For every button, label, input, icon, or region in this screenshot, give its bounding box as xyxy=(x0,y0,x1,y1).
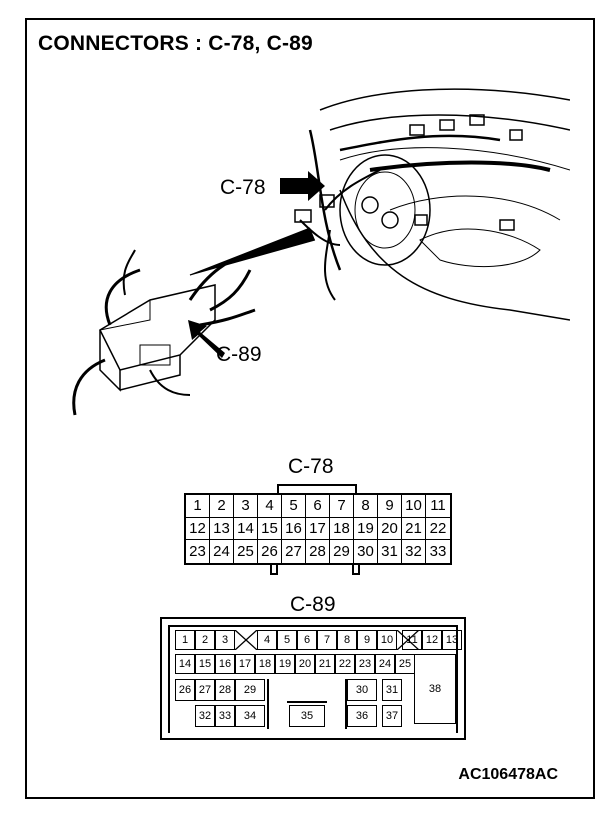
c78-locking-tab xyxy=(277,484,357,494)
c78-connector-label: C-78 xyxy=(288,455,334,478)
c89-pin-7: 7 xyxy=(317,630,337,650)
c78-pin-3: 3 xyxy=(234,495,258,518)
c89-pin-22: 22 xyxy=(335,654,355,674)
c89-housing-line xyxy=(287,701,327,703)
c78-pin-21: 21 xyxy=(402,517,426,541)
c89-pin-2: 2 xyxy=(195,630,215,650)
c89-pin-27: 27 xyxy=(195,679,215,701)
c89-pin-38: 38 xyxy=(414,654,456,724)
c78-pin-9: 9 xyxy=(378,495,402,518)
c78-pin-26: 26 xyxy=(258,540,282,563)
c89-pin-25: 25 xyxy=(395,654,415,674)
c89-pin-30: 30 xyxy=(347,679,377,701)
c78-pin-30: 30 xyxy=(354,540,378,563)
c89-pin-4: 4 xyxy=(257,630,277,650)
c78-pin-4: 4 xyxy=(258,495,282,518)
harness-illustration xyxy=(72,88,570,416)
c78-pin-11: 11 xyxy=(426,495,450,518)
c89-pin-9: 9 xyxy=(357,630,377,650)
c89-pin-8: 8 xyxy=(337,630,357,650)
c89-pin-34: 34 xyxy=(235,705,265,727)
c78-pin-5: 5 xyxy=(282,495,306,518)
figure-frame xyxy=(25,18,595,799)
c78-pin-8: 8 xyxy=(354,495,378,518)
c89-pin-33: 33 xyxy=(215,705,235,727)
c78-pin-7: 7 xyxy=(330,495,354,518)
c78-pin-23: 23 xyxy=(186,540,210,563)
c78-foot-right xyxy=(352,563,360,575)
c78-pin-2: 2 xyxy=(210,495,234,518)
c78-pin-18: 18 xyxy=(330,517,354,541)
c89-pin-6: 6 xyxy=(297,630,317,650)
c89-pin-32: 32 xyxy=(195,705,215,727)
c78-pin-25: 25 xyxy=(234,540,258,563)
c89-pin-36: 36 xyxy=(347,705,377,727)
c89-pin-1: 1 xyxy=(175,630,195,650)
c89-housing-line xyxy=(456,625,458,733)
c89-pin-28: 28 xyxy=(215,679,235,701)
c89-housing-line xyxy=(168,625,458,627)
c78-foot-left xyxy=(270,563,278,575)
c78-pin-33: 33 xyxy=(429,543,447,561)
page-title: CONNECTORS : C-78, C-89 xyxy=(38,32,313,55)
c89-housing-line xyxy=(345,679,347,729)
c78-pin-28: 28 xyxy=(306,540,330,563)
c89-housing-line xyxy=(168,625,170,733)
c78-pin-17: 17 xyxy=(306,517,330,541)
c89-pin-23: 23 xyxy=(355,654,375,674)
c89-pin-35: 35 xyxy=(289,705,325,727)
c89-pin-21: 21 xyxy=(315,654,335,674)
c89-housing-line xyxy=(267,679,269,729)
c78-pin-24: 24 xyxy=(210,540,234,563)
c78-pin-19: 19 xyxy=(354,517,378,541)
c89-pin-26: 26 xyxy=(175,679,195,701)
c89-pin-10: 10 xyxy=(377,630,397,650)
c78-pin-27: 27 xyxy=(282,540,306,563)
c78-callout-label: C-78 xyxy=(220,176,266,199)
c78-pin-20: 20 xyxy=(378,517,402,541)
c78-pin-14: 14 xyxy=(234,517,258,541)
c78-pin-29: 29 xyxy=(330,540,354,563)
c89-connector-label: C-89 xyxy=(290,593,336,616)
c89-pin-17: 17 xyxy=(235,654,255,674)
c78-pin-1: 1 xyxy=(186,495,210,518)
c89-pin-5: 5 xyxy=(277,630,297,650)
c89-pin-16: 16 xyxy=(215,654,235,674)
figure-code: AC106478AC xyxy=(458,766,558,783)
c89-pin-19: 19 xyxy=(275,654,295,674)
c78-pin-15: 15 xyxy=(258,517,282,541)
c89-blank-cavity xyxy=(234,629,258,651)
c89-pin-29: 29 xyxy=(235,679,265,701)
c78-pin-13: 13 xyxy=(210,517,234,541)
c89-pin-31: 31 xyxy=(382,679,402,701)
c78-pin-31: 31 xyxy=(378,540,402,563)
c78-pin-10: 10 xyxy=(402,495,426,518)
c78-pin-22: 22 xyxy=(426,518,450,541)
c89-pin-15: 15 xyxy=(195,654,215,674)
c89-pin-14: 14 xyxy=(175,654,195,674)
c89-pin-24: 24 xyxy=(375,654,395,674)
c89-blank-cavity xyxy=(396,629,420,651)
c89-pin-18: 18 xyxy=(255,654,275,674)
c89-pin-37: 37 xyxy=(382,705,402,727)
c89-pin-13: 13 xyxy=(442,630,462,650)
c89-callout-label: C-89 xyxy=(216,343,262,366)
c78-pin-6: 6 xyxy=(306,495,330,518)
c89-pin-20: 20 xyxy=(295,654,315,674)
c78-pin-16: 16 xyxy=(282,517,306,541)
c78-pin-32: 32 xyxy=(402,540,426,563)
c89-pin-3: 3 xyxy=(215,630,235,650)
c78-pin-12: 12 xyxy=(186,517,210,541)
c89-pin-11: 11 xyxy=(402,630,422,650)
c89-pin-12: 12 xyxy=(422,630,442,650)
